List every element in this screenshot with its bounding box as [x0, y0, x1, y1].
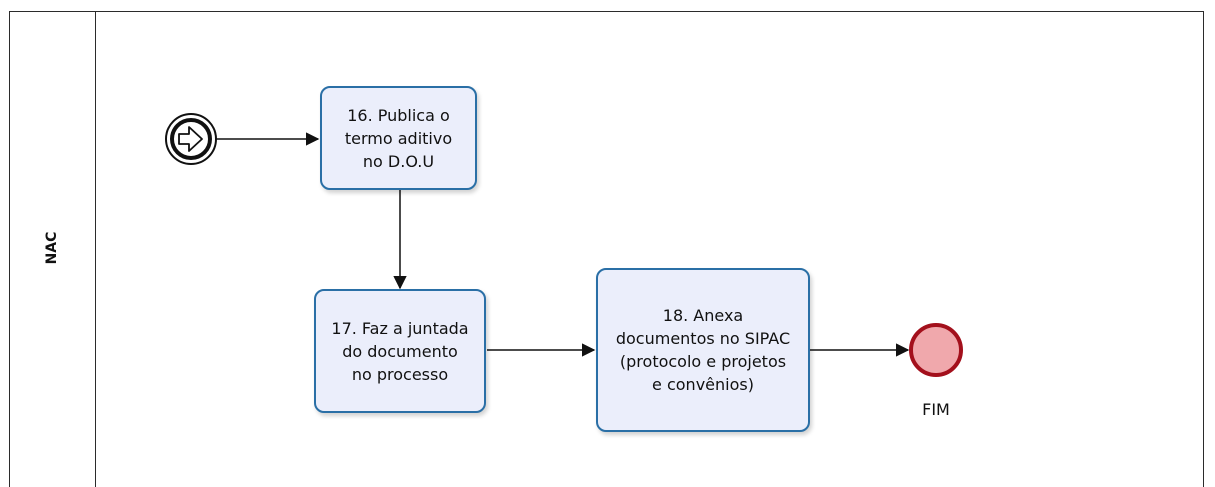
lane-header — [9, 11, 96, 487]
task-17[interactable]: 17. Faz a juntada do documento no proces… — [314, 289, 486, 413]
pool — [9, 11, 1204, 487]
end-event-label: FIM — [922, 400, 950, 419]
task-18[interactable]: 18. Anexa documentos no SIPAC (protocolo… — [596, 268, 810, 432]
task-16[interactable]: 16. Publica o termo aditivo no D.O.U — [320, 86, 477, 190]
arrow-right-icon — [178, 126, 203, 152]
task-17-label: 17. Faz a juntada do documento no proces… — [331, 318, 469, 384]
end-event[interactable] — [909, 323, 963, 377]
task-18-label: 18. Anexa documentos no SIPAC (protocolo… — [615, 306, 791, 394]
task-16-label: 16. Publica o termo aditivo no D.O.U — [344, 105, 453, 171]
